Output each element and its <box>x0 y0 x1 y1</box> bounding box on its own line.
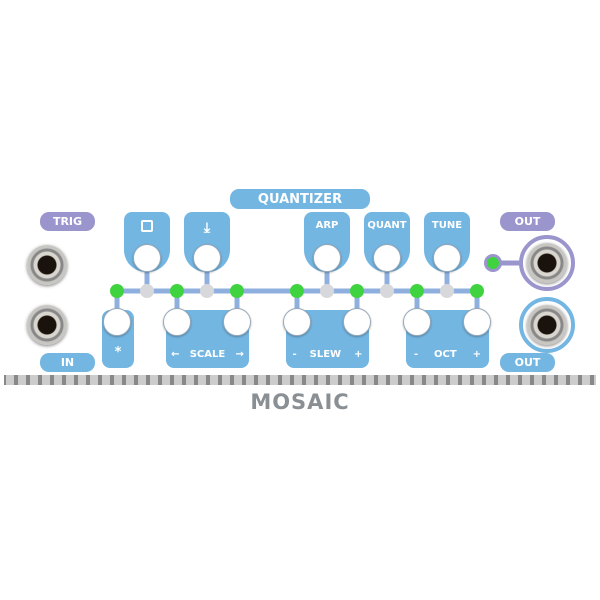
oct-minus-label: - <box>413 349 419 360</box>
scale-left-arrow-icon: ← <box>171 349 180 360</box>
led-4 <box>290 284 304 298</box>
out2-jack[interactable] <box>527 305 567 345</box>
out1-label: OUT <box>500 212 555 231</box>
oct-label: OCT <box>434 349 457 360</box>
quant-button[interactable] <box>373 244 401 272</box>
slew-plus-label: + <box>354 349 363 360</box>
led-arp <box>320 284 334 298</box>
mounting-strip <box>4 375 596 385</box>
led-tune <box>440 284 454 298</box>
in-jack[interactable] <box>27 305 67 345</box>
led-6 <box>410 284 424 298</box>
oct-plus-button[interactable] <box>463 308 491 336</box>
led-5 <box>350 284 364 298</box>
led-quant <box>380 284 394 298</box>
load-button[interactable] <box>193 244 221 272</box>
oct-minus-button[interactable] <box>403 308 431 336</box>
out1-jack[interactable] <box>527 243 567 283</box>
led-save <box>140 284 154 298</box>
scale-label: SCALE <box>189 349 226 360</box>
out2-ring <box>519 297 575 353</box>
scale-left-button[interactable] <box>163 308 191 336</box>
tune-button[interactable] <box>433 244 461 272</box>
out1-ring <box>519 235 575 291</box>
slew-minus-button[interactable] <box>283 308 311 336</box>
trig-jack[interactable] <box>27 245 67 285</box>
trig-label: TRIG <box>40 212 95 231</box>
arp-button[interactable] <box>313 244 341 272</box>
led-1 <box>110 284 124 298</box>
scale-right-arrow-icon: → <box>235 349 244 360</box>
slew-plus-button[interactable] <box>343 308 371 336</box>
download-icon: ⤓ <box>203 220 211 236</box>
slew-label: SLEW <box>309 349 342 360</box>
led-load <box>200 284 214 298</box>
led-3 <box>230 284 244 298</box>
star-label: * <box>114 345 122 360</box>
star-button[interactable] <box>103 308 131 336</box>
save-icon <box>141 220 153 232</box>
slew-minus-label: - <box>292 349 297 360</box>
save-button[interactable] <box>133 244 161 272</box>
brand-logo: MOSAIC <box>250 390 350 414</box>
scale-right-button[interactable] <box>223 308 251 336</box>
out2-label: OUT <box>500 353 555 372</box>
out-led <box>484 254 502 272</box>
led-2 <box>170 284 184 298</box>
module-title: QUANTIZER <box>230 189 370 209</box>
in-label: IN <box>40 353 95 372</box>
oct-plus-label: + <box>472 349 482 360</box>
led-7 <box>470 284 484 298</box>
